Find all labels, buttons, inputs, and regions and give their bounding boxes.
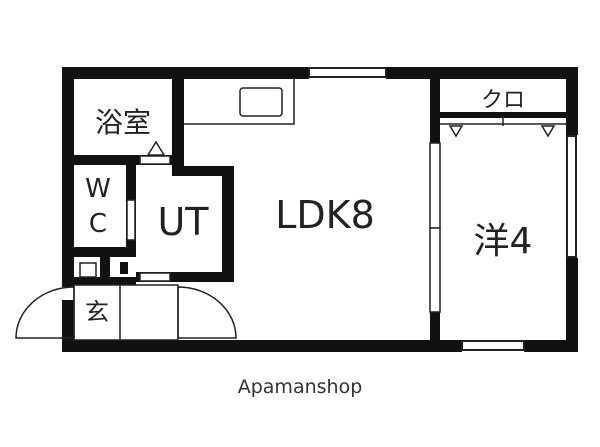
entrance-door-left-arc <box>15 286 75 339</box>
room-label-wc-c: C <box>89 209 107 239</box>
room-label-wc-w: W <box>85 174 111 204</box>
bath-door-marker <box>146 140 166 156</box>
interior-walls <box>74 79 566 340</box>
room-label-western: 洋4 <box>474 221 533 262</box>
wall-bath-bottom <box>74 155 154 165</box>
wall-left-lower <box>62 300 74 352</box>
wall-bottom-left <box>62 340 462 352</box>
window-top <box>308 67 387 78</box>
room-label-closet: クロ <box>481 88 525 113</box>
doors-small <box>126 140 171 282</box>
room-label-entrance: 玄 <box>85 298 109 326</box>
ut-door <box>139 272 171 282</box>
bath-door <box>139 155 171 165</box>
entrance-frame <box>73 284 179 341</box>
outer-walls <box>62 67 578 352</box>
wall-ut-right <box>222 166 234 282</box>
brand-watermark: Apamanshop <box>238 376 363 398</box>
room-label-ldk: LDK8 <box>275 193 375 237</box>
room-label-bath: 浴室 <box>95 106 151 139</box>
window-bottom <box>461 340 525 351</box>
wall-closet-bottom <box>440 112 566 118</box>
closet-doors <box>440 116 566 138</box>
wall-entry-divider <box>100 257 110 282</box>
sliding-door-panel-lower <box>429 227 441 313</box>
wall-ut-right-step <box>172 166 234 176</box>
entrance-door-stub <box>79 262 97 278</box>
kitchen-sink <box>239 87 283 117</box>
sliding-door-ldk-western <box>429 142 441 313</box>
kitchen-counter <box>184 79 295 125</box>
closet-door-marker-right <box>540 125 556 138</box>
wall-right-upper <box>566 67 578 135</box>
wall-top-right <box>386 67 578 79</box>
sliding-door-panel-upper <box>429 142 441 229</box>
wall-entry-bottom <box>74 277 136 285</box>
wall-left <box>62 67 74 287</box>
wc-door <box>126 199 136 241</box>
kitchen <box>184 79 295 125</box>
wall-bath-right <box>172 79 184 155</box>
wall-top-left <box>62 67 309 79</box>
wall-entry-stub <box>120 262 128 274</box>
entrance-doors <box>15 262 237 341</box>
wall-western-left-top <box>430 79 440 143</box>
entrance-door-right-arc <box>177 286 237 339</box>
closet-door-marker-left <box>448 125 464 138</box>
wall-right-lower <box>566 258 578 352</box>
wall-bottom-right <box>524 340 578 352</box>
room-label-utility: UT <box>157 200 209 244</box>
wall-ut-bottom <box>136 272 234 282</box>
window-right <box>566 135 577 258</box>
windows <box>308 67 577 351</box>
wall-wc-bottom <box>74 247 136 257</box>
wall-western-left-bottom <box>430 312 440 340</box>
